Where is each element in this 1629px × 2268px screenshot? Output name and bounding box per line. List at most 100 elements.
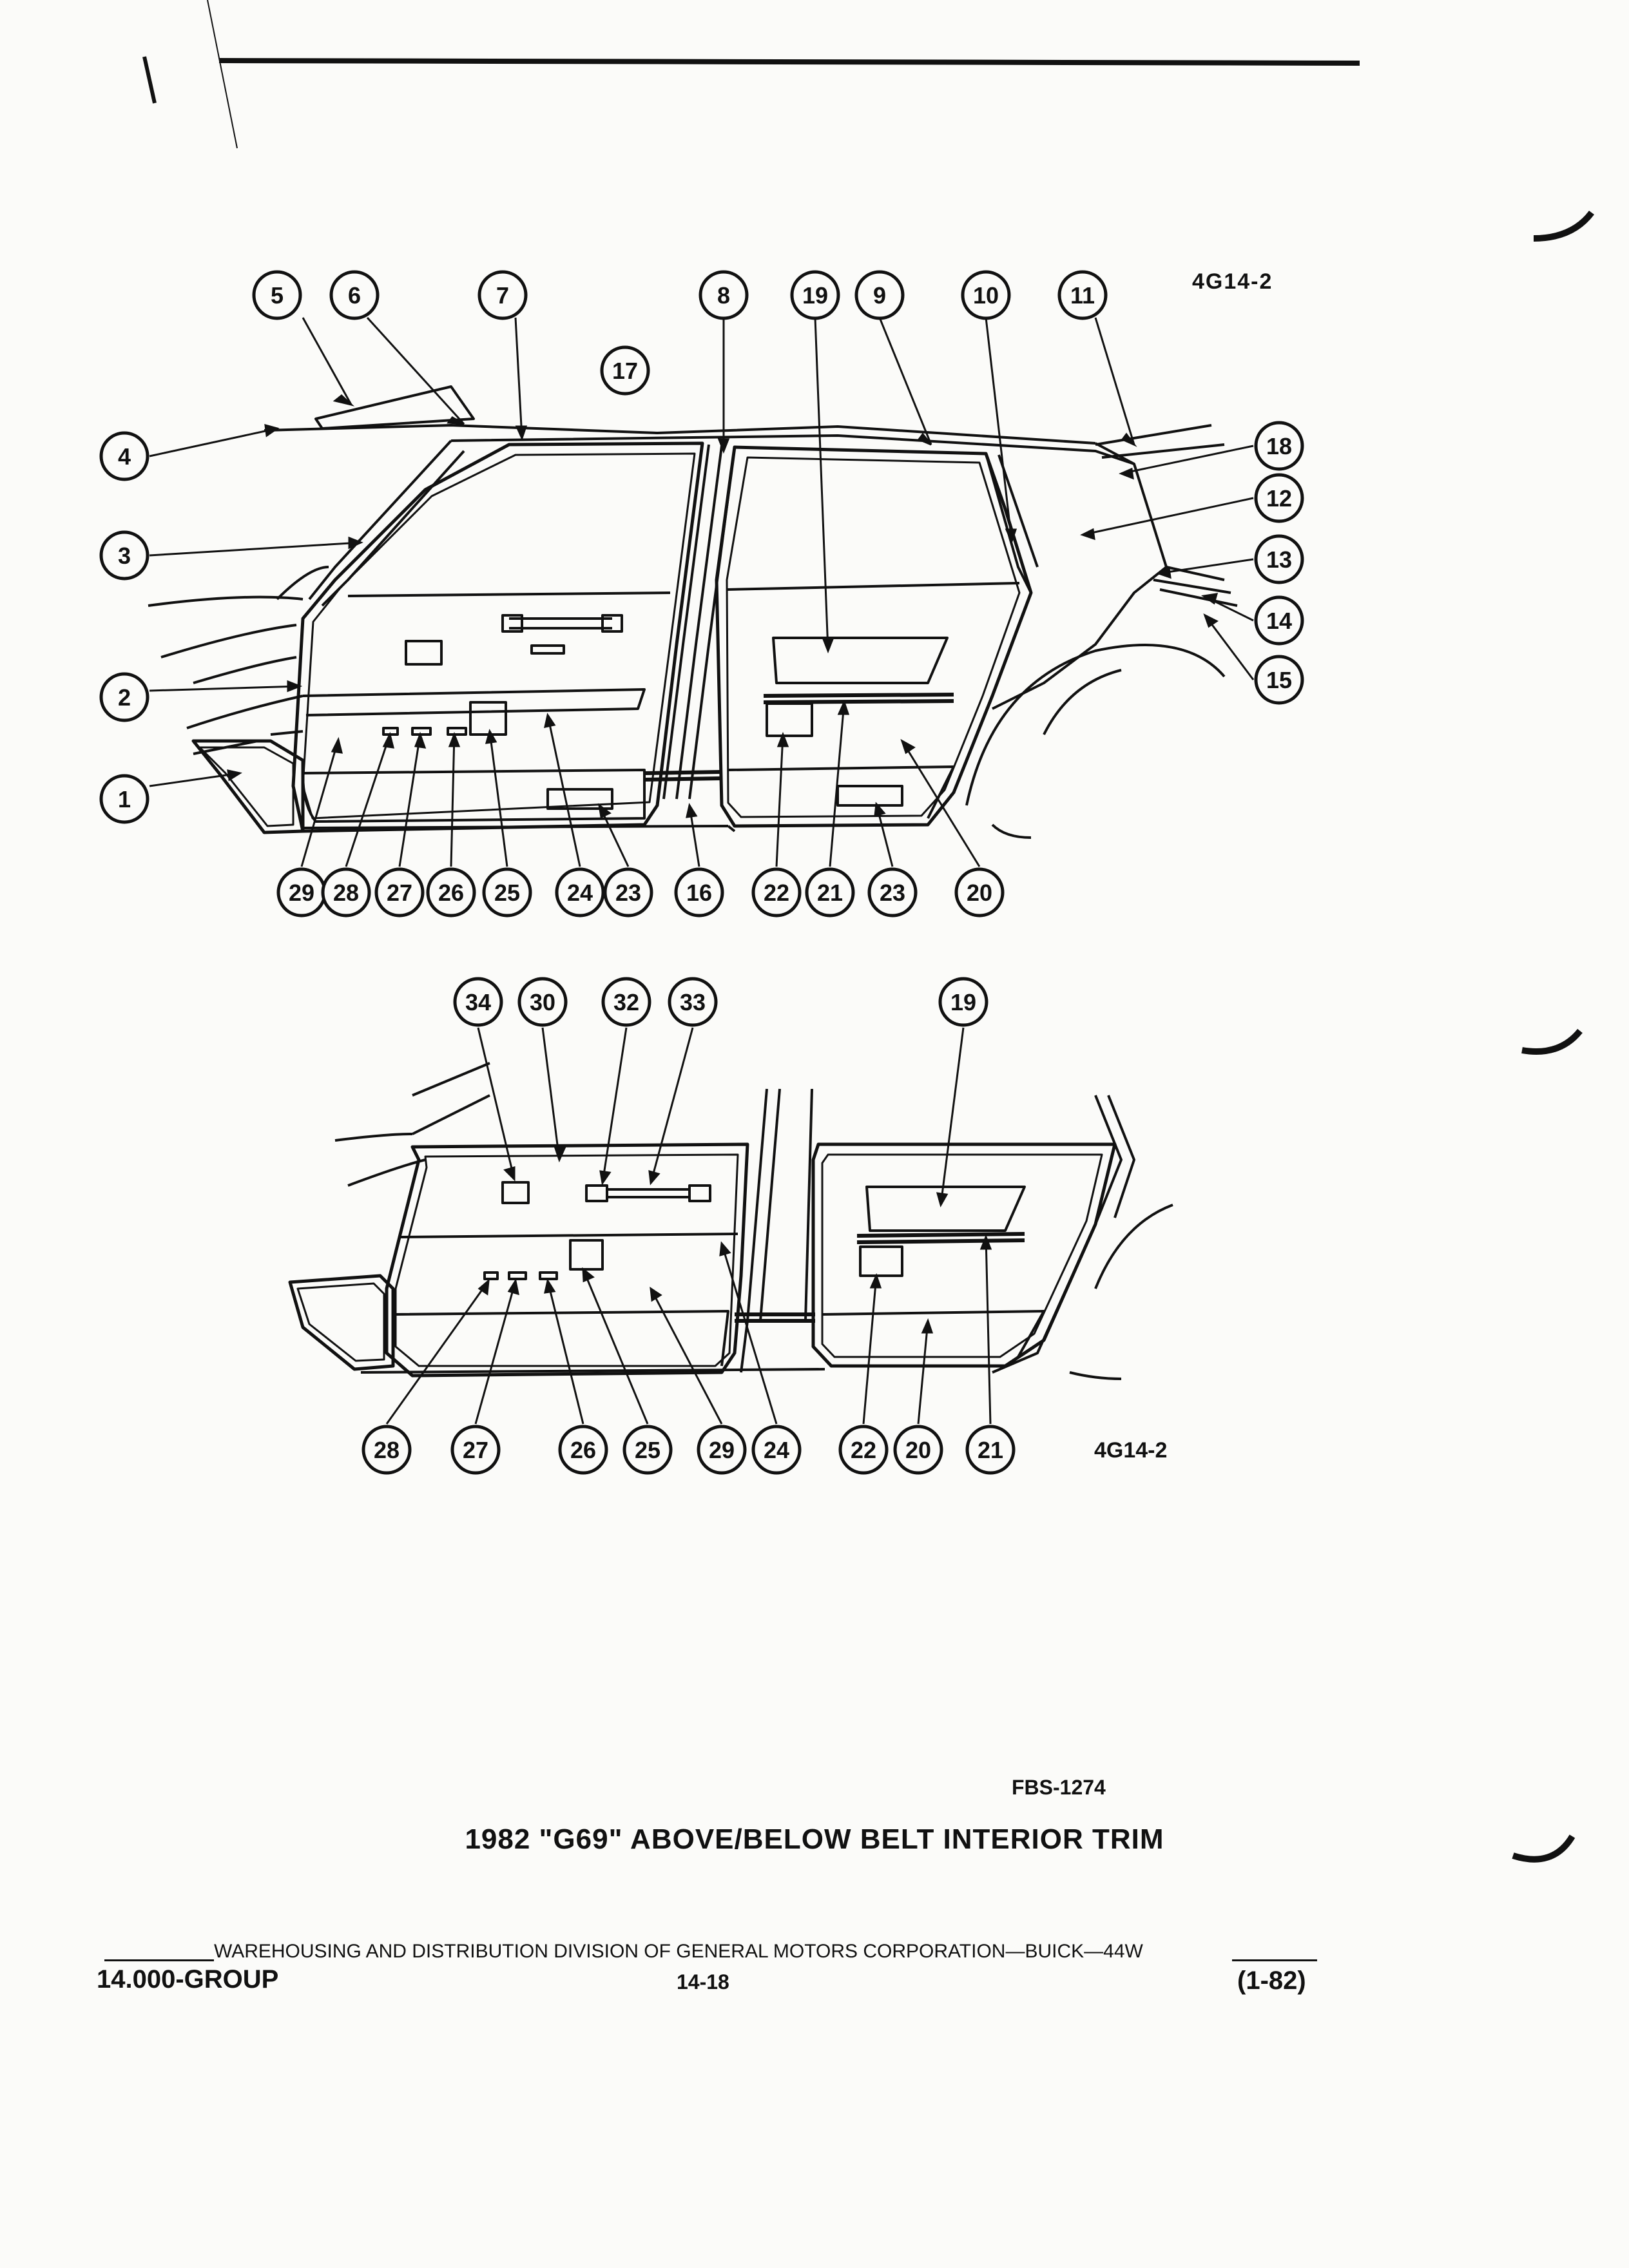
- callout-29: 29: [697, 1425, 747, 1475]
- footer-publisher-line: WAREHOUSING AND DISTRIBUTION DIVISION OF…: [214, 1941, 1143, 1962]
- callout-number: 3: [118, 543, 131, 569]
- callout-circle: [99, 774, 149, 824]
- callout-circle: [668, 977, 718, 1027]
- callout-28: 28: [361, 1425, 412, 1475]
- callout-number: 17: [612, 358, 638, 384]
- leader-lines-top: [149, 316, 1255, 867]
- callout-number: 1: [118, 786, 131, 812]
- callout-3: 3: [99, 530, 149, 581]
- callout-25: 25: [622, 1425, 673, 1475]
- callout-number: 4: [118, 443, 131, 470]
- callout-number: 21: [817, 879, 843, 906]
- callout-circle: [965, 1425, 1016, 1475]
- callout-2: 2: [99, 672, 149, 722]
- callout-circle: [477, 270, 528, 320]
- figure-code: 4G14-2: [1192, 269, 1273, 294]
- callout-number: 34: [465, 989, 491, 1015]
- callout-number: 27: [463, 1437, 488, 1463]
- callout-number: 9: [873, 282, 886, 309]
- callout-circle: [961, 270, 1011, 320]
- callout-24: 24: [555, 867, 605, 918]
- callout-circle: [453, 977, 503, 1027]
- callout-circle: [867, 867, 918, 918]
- callout-15: 15: [1254, 655, 1304, 705]
- callout-circle: [1254, 473, 1304, 523]
- callout-number: 20: [905, 1437, 931, 1463]
- callout-number: 26: [570, 1437, 596, 1463]
- callout-number: 33: [680, 989, 706, 1015]
- footer-date: (1-82): [1237, 1966, 1306, 1995]
- callout-10: 10: [961, 270, 1011, 320]
- callout-1: 1: [99, 774, 149, 824]
- callout-30: 30: [517, 977, 568, 1027]
- callout-19: 19: [790, 270, 840, 320]
- callout-number: 6: [348, 282, 361, 309]
- callout-circle: [99, 530, 149, 581]
- callout-22: 22: [751, 867, 802, 918]
- callout-18: 18: [1254, 421, 1304, 471]
- callout-circle: [790, 270, 840, 320]
- callout-number: 19: [802, 282, 828, 309]
- callout-circle: [1254, 595, 1304, 646]
- callout-number: 7: [496, 282, 509, 309]
- callout-number: 24: [567, 879, 593, 906]
- callout-circle: [699, 270, 749, 320]
- callout-circle: [329, 270, 380, 320]
- callout-number: 29: [289, 879, 314, 906]
- callout-6: 6: [329, 270, 380, 320]
- callout-24: 24: [751, 1425, 802, 1475]
- callout-14: 14: [1254, 595, 1304, 646]
- callout-circle: [517, 977, 568, 1027]
- callout-20: 20: [954, 867, 1005, 918]
- callout-4: 4: [99, 431, 149, 481]
- callout-number: 21: [978, 1437, 1003, 1463]
- callout-number: 12: [1266, 485, 1292, 512]
- callout-number: 13: [1266, 546, 1292, 573]
- callout-9: 9: [854, 270, 905, 320]
- callout-33: 33: [668, 977, 718, 1027]
- callout-number: 15: [1266, 667, 1292, 693]
- footer-group: 14.000-GROUP: [97, 1965, 279, 1994]
- callout-circle: [450, 1425, 501, 1475]
- callout-27: 27: [450, 1425, 501, 1475]
- footer-rule-left: [104, 1959, 214, 1961]
- callout-20: 20: [893, 1425, 943, 1475]
- figure-reference: FBS-1274: [1012, 1776, 1106, 1799]
- callout-number: 23: [880, 879, 905, 906]
- callout-number: 10: [973, 282, 999, 309]
- callout-circle: [321, 867, 371, 918]
- callout-8: 8: [699, 270, 749, 320]
- callout-circle: [600, 345, 650, 396]
- callout-circle: [555, 867, 605, 918]
- callout-circle: [805, 867, 855, 918]
- callout-number: 25: [494, 879, 520, 906]
- callout-circle: [1057, 270, 1108, 320]
- callout-25: 25: [482, 867, 532, 918]
- callout-number: 30: [530, 989, 555, 1015]
- callout-5: 5: [252, 270, 302, 320]
- callout-circle: [374, 867, 425, 918]
- callout-circle: [99, 672, 149, 722]
- callout-circle: [954, 867, 1005, 918]
- callout-circle: [674, 867, 724, 918]
- callout-number: 29: [709, 1437, 735, 1463]
- callout-circle: [482, 867, 532, 918]
- callout-number: 2: [118, 684, 131, 711]
- callout-23: 23: [603, 867, 653, 918]
- callout-number: 11: [1070, 282, 1095, 309]
- callout-circle: [751, 867, 802, 918]
- footer-page-number: 14-18: [677, 1970, 729, 1994]
- callout-circle: [1254, 421, 1304, 471]
- callout-circle: [622, 1425, 673, 1475]
- callout-circle: [558, 1425, 608, 1475]
- callout-22: 22: [838, 1425, 889, 1475]
- callout-number: 14: [1266, 608, 1292, 634]
- callout-12: 12: [1254, 473, 1304, 523]
- callout-number: 32: [613, 989, 639, 1015]
- callout-circle: [99, 431, 149, 481]
- leader-lines-bottom: [385, 1027, 992, 1425]
- callout-circle: [838, 1425, 889, 1475]
- callout-26: 26: [426, 867, 476, 918]
